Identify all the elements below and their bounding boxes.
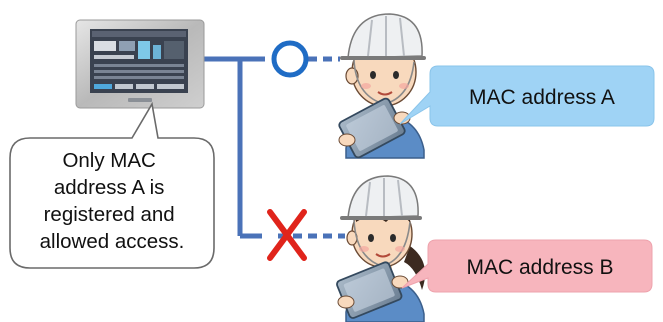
worker-a-illustration [338,13,426,159]
callout-line-3: registered and [44,203,175,226]
denied-cross-icon [267,209,307,261]
callout-text: Only MAC address A is registered and all… [40,149,185,253]
callout-line-2: address A is [54,176,165,199]
network-connection-lines [204,56,345,239]
mac-address-a-text: MAC address A [469,86,615,109]
callout-line-4: allowed access. [40,230,185,253]
mac-address-a-label: MAC address A [399,65,655,127]
allowed-circle-icon [271,40,309,78]
mac-address-b-label: MAC address B [401,239,653,293]
worker-b-illustration [336,175,426,322]
hmi-touch-panel-icon [75,19,205,109]
mac-address-b-text: MAC address B [466,256,613,279]
callout-line-1: Only MAC [62,149,156,172]
callout-bubble [9,101,215,269]
